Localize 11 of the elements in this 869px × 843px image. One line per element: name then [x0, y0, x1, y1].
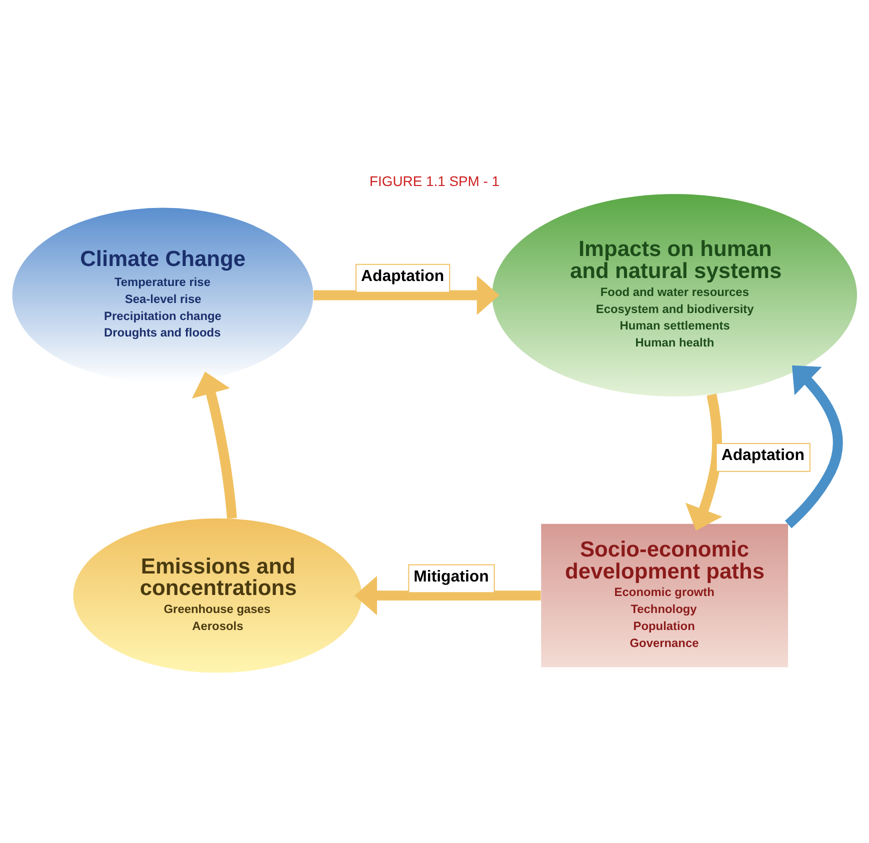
arrow	[314, 275, 500, 314]
edge-label: Adaptation	[721, 446, 804, 464]
diagram-title: FIGURE 1.1 SPM - 1	[370, 172, 500, 189]
arrow	[192, 371, 237, 518]
edge-label: Mitigation	[414, 568, 489, 585]
node-box: Socio-economic development paths Economic growth Technology Population Governance	[541, 523, 788, 667]
arrow	[685, 393, 722, 530]
arrow	[354, 575, 541, 615]
node-ellipse: Emissions and concentrations Greenhouse gases Aerosols	[73, 518, 362, 672]
arrow	[784, 364, 843, 528]
edge-label: Adaptation	[361, 268, 444, 285]
